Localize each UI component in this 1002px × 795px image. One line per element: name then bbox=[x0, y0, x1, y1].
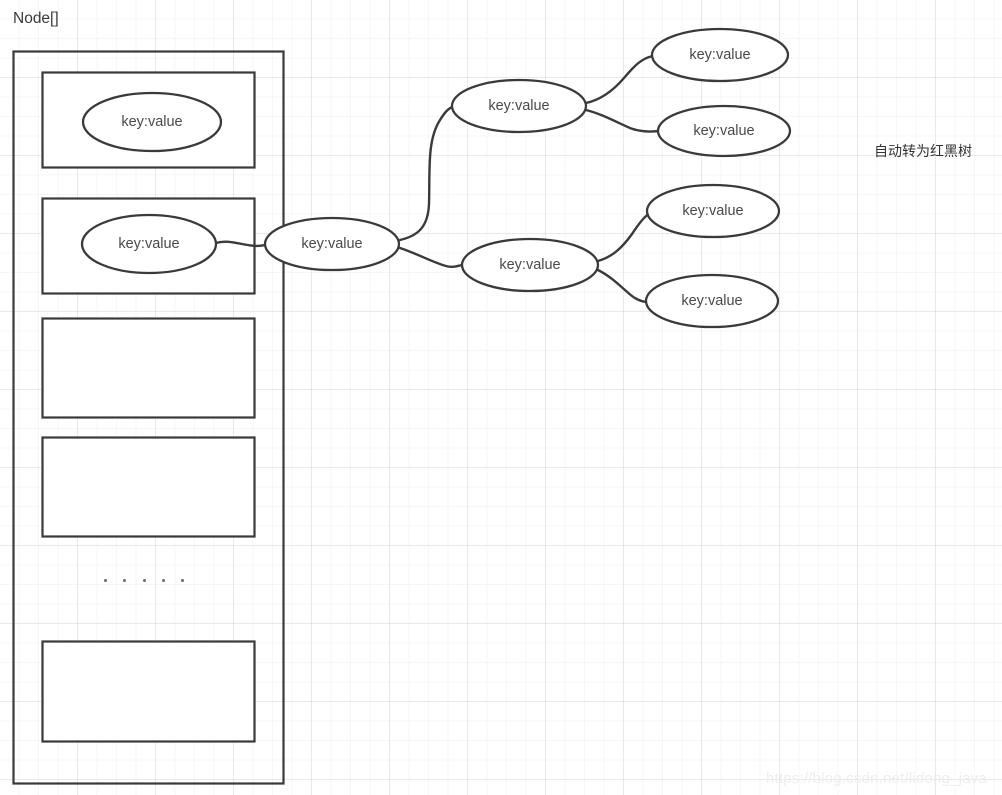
node-ellipse-branch-lower bbox=[460, 237, 600, 293]
ellipsis-dot bbox=[181, 579, 184, 582]
ellipsis-dot bbox=[161, 579, 165, 582]
node-ellipse-branch-upper bbox=[450, 78, 588, 134]
ellipsis-dot bbox=[142, 579, 146, 582]
node-ellipse-leaf-0 bbox=[650, 27, 790, 83]
link-root-to-branch-upper bbox=[398, 105, 454, 242]
ellipsis-dot bbox=[104, 579, 107, 582]
array-cell-4 bbox=[41, 640, 256, 743]
ellipsis-dot bbox=[123, 579, 127, 582]
array-container-box bbox=[12, 50, 285, 785]
link-branch-upper-to-leaf-0 bbox=[584, 54, 655, 105]
watermark-text: https://blog.csdn.net/lidong_java bbox=[766, 770, 987, 787]
link-branch-upper-to-leaf-1 bbox=[584, 108, 661, 133]
link-cell1-to-root bbox=[214, 240, 267, 248]
node-ellipse-root bbox=[263, 216, 401, 272]
node-ellipse-cell0 bbox=[81, 91, 223, 153]
node-ellipse-leaf-1 bbox=[656, 104, 792, 158]
link-root-to-branch-lower bbox=[398, 246, 464, 269]
node-ellipse-leaf-2 bbox=[645, 183, 781, 239]
node-ellipse-leaf-3 bbox=[644, 273, 780, 329]
link-branch-lower-to-leaf-2 bbox=[596, 209, 656, 263]
array-cell-3 bbox=[41, 436, 256, 538]
node-ellipse-cell1 bbox=[80, 213, 218, 275]
array-cell-2 bbox=[41, 317, 256, 419]
array-ellipsis-indicator bbox=[104, 579, 184, 582]
